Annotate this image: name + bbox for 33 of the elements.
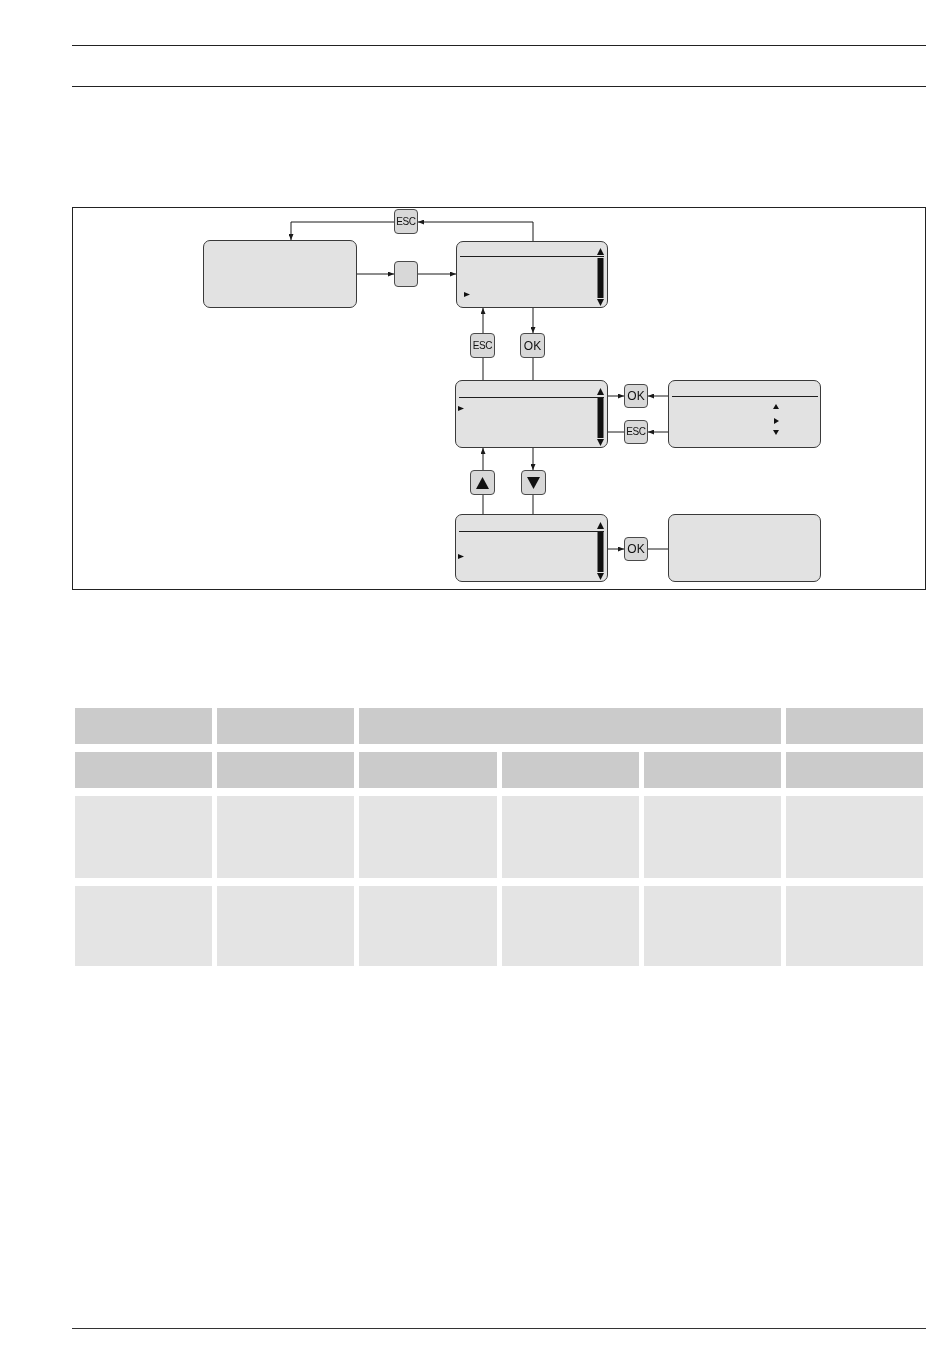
key-button	[470, 470, 495, 495]
arrow	[356, 271, 395, 277]
connector-line	[482, 494, 484, 515]
key-button: OK	[520, 333, 545, 358]
key-button: ESC	[624, 420, 648, 444]
display-screen	[455, 514, 608, 582]
key-button: ESC	[394, 209, 418, 234]
connector-line	[482, 357, 484, 381]
arrow	[417, 219, 534, 242]
display-screen	[456, 241, 608, 308]
connector-line	[607, 431, 625, 433]
connector-line	[532, 494, 534, 515]
key-button	[394, 261, 418, 287]
arrow	[417, 271, 457, 277]
arrow	[288, 221, 395, 241]
display-screen	[203, 240, 357, 308]
arrow	[480, 307, 486, 334]
connector-line	[532, 357, 534, 381]
display-screen	[668, 514, 821, 582]
display-screen	[455, 380, 608, 448]
key-button: OK	[624, 384, 648, 408]
key-button: ESC	[470, 333, 495, 358]
key-button	[521, 470, 546, 495]
arrow	[480, 447, 486, 471]
arrow	[530, 447, 536, 471]
arrow	[530, 307, 536, 334]
arrow	[647, 429, 669, 435]
key-button: OK	[624, 537, 648, 561]
arrow	[607, 393, 625, 399]
display-screen	[668, 380, 821, 448]
arrow	[607, 546, 625, 552]
arrow	[647, 393, 669, 399]
connector-line	[647, 548, 669, 550]
